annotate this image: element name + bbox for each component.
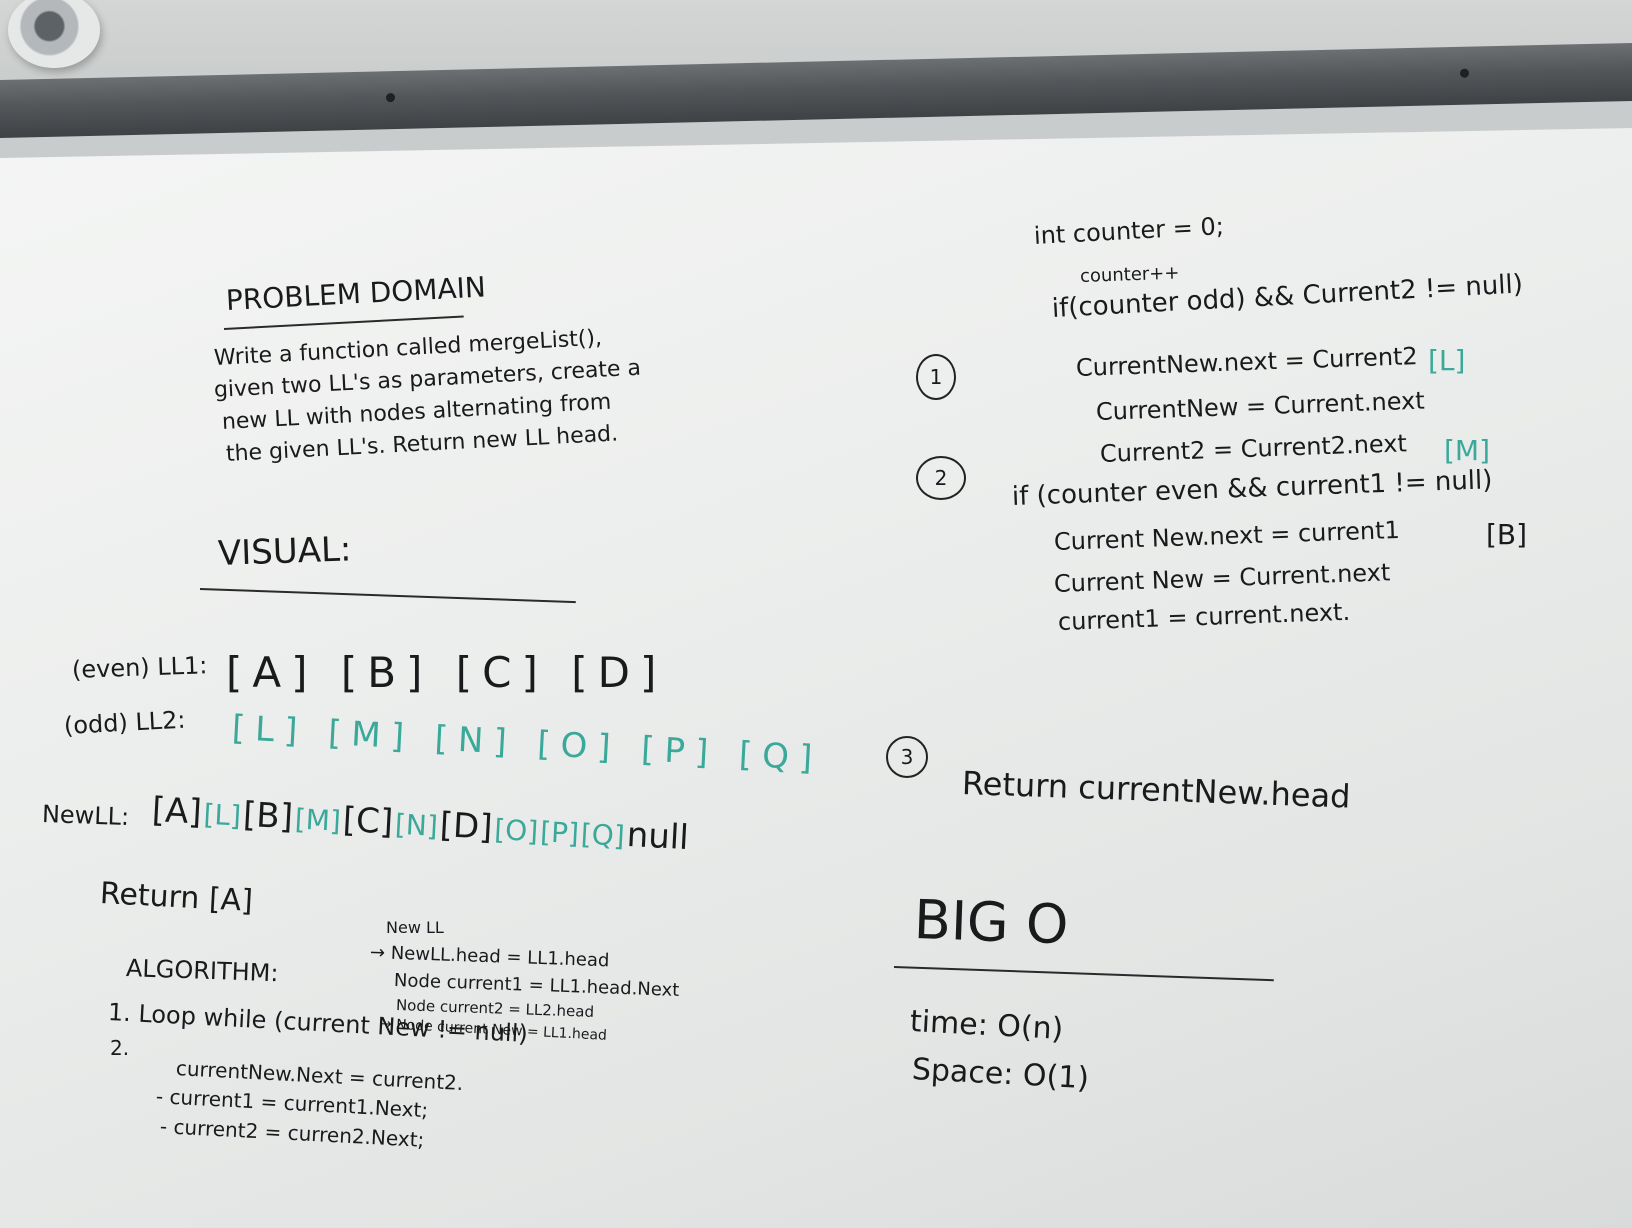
code-line: counter++ bbox=[1079, 262, 1180, 287]
step-circle: 2 bbox=[916, 456, 966, 500]
newll-node: [L] bbox=[202, 797, 242, 833]
algorithm-title: ALGORITHM: bbox=[125, 954, 279, 988]
ll1-label: (even) LL1: bbox=[71, 651, 208, 684]
visual-title: VISUAL: bbox=[217, 529, 353, 574]
newll-node: [C] bbox=[341, 800, 395, 843]
step-circle: 3 bbox=[886, 736, 928, 778]
rail-screw bbox=[386, 93, 395, 103]
newll-node: [O] bbox=[493, 812, 540, 849]
newll-node: [D] bbox=[438, 805, 494, 848]
code-note: [B] bbox=[1486, 518, 1528, 551]
newll-node: [M] bbox=[293, 802, 342, 838]
whiteboard bbox=[0, 128, 1632, 1228]
bigo-title: BIG O bbox=[912, 888, 1070, 957]
newll-node: [P] bbox=[539, 815, 580, 851]
newll-node: [B] bbox=[242, 794, 294, 838]
rail-screw bbox=[1460, 68, 1469, 78]
newll-label: NewLL: bbox=[41, 800, 130, 832]
newll-node: [N] bbox=[394, 807, 439, 843]
newll-node: [A] bbox=[150, 790, 203, 833]
ll1-nodes: [A] [B] [C] [D] bbox=[226, 648, 667, 697]
code-note: [M] bbox=[1444, 434, 1491, 467]
security-camera bbox=[8, 0, 100, 68]
newll-node: null bbox=[625, 814, 690, 859]
setup-line: New LL bbox=[386, 918, 444, 937]
algorithm-step: 2. bbox=[110, 1036, 130, 1060]
newll-node: [Q] bbox=[580, 817, 626, 853]
step-circle: 1 bbox=[916, 354, 956, 400]
code-note: [L] bbox=[1428, 344, 1466, 377]
